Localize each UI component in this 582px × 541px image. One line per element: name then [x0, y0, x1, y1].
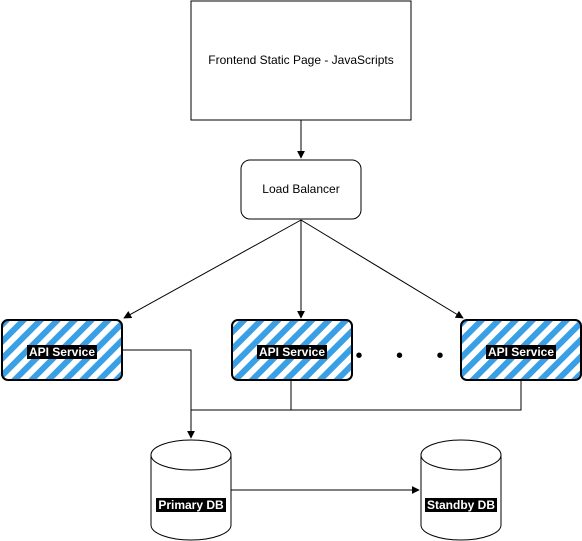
api-service-label-3: API Service [485, 345, 557, 359]
frontend-box [190, 0, 412, 121]
api-service-label-wrap-1: API Service [2, 343, 122, 361]
standby-db-cylinder [420, 439, 502, 541]
edge-lb-to-api-1 [123, 219, 302, 319]
frontend-label: Frontend Static Page - JavaScripts [208, 53, 394, 67]
edge-api-1-to-primary-db [122, 349, 195, 439]
primary-db-cylinder [150, 439, 232, 541]
api-service-label-wrap-3: API Service [461, 343, 581, 361]
edge-api-2-to-primary-db [191, 380, 292, 411]
api-service-label-1: API Service [26, 345, 98, 359]
more-services-ellipsis: • • • [355, 345, 458, 367]
api-service-label-wrap-2: API Service [232, 343, 352, 361]
standby-db-label-wrap: Standby DB [421, 496, 501, 514]
edge-api-3-to-primary-db [291, 380, 522, 411]
api-service-label-2: API Service [256, 345, 328, 359]
edge-lb-to-api-3 [300, 219, 464, 319]
load-balancer-label: Load Balancer [262, 182, 340, 196]
primary-db-label: Primary DB [156, 498, 226, 512]
primary-db-label-wrap: Primary DB [151, 496, 231, 514]
standby-db-label: Standby DB [424, 498, 497, 512]
load-balancer-box [240, 159, 362, 220]
